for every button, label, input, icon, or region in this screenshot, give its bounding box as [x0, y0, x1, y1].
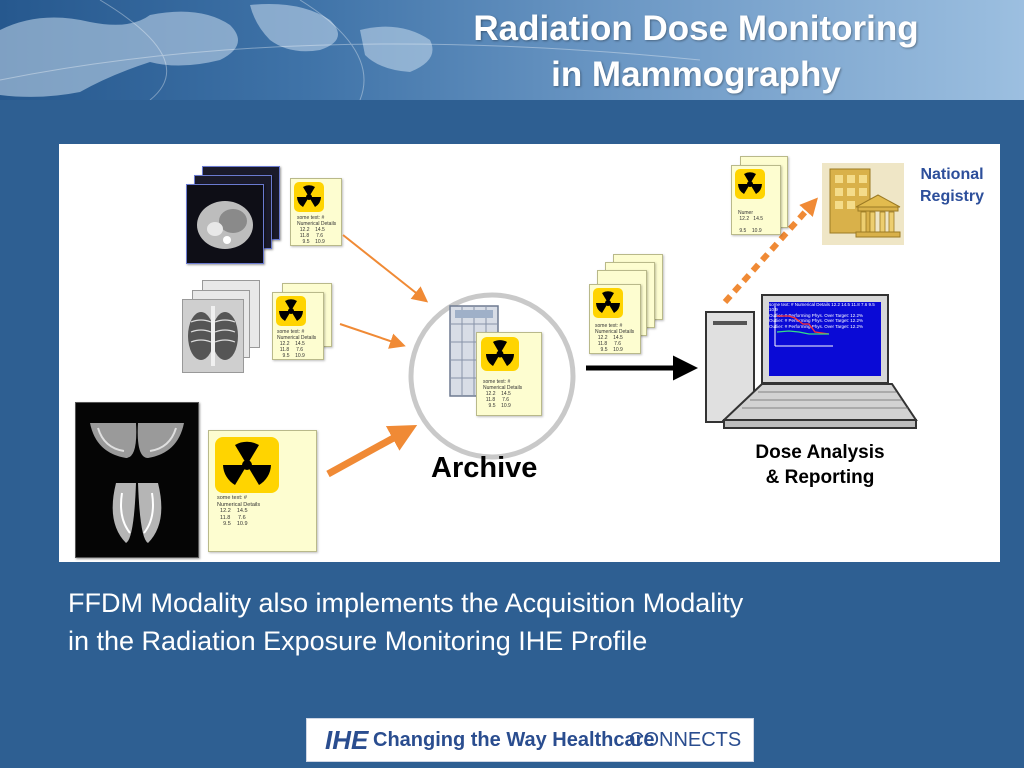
mammo-dose-document: some text: # Numerical Details 12.2 14.5… — [208, 430, 317, 552]
screen-text-outlier-3: Outlier: # Performing Phys. Over Target:… — [769, 323, 863, 329]
radiation-icon — [481, 337, 519, 371]
report-dose-document: some text: # Numerical Details 12.2 14.5… — [589, 284, 641, 354]
ihe-logo: IHE — [325, 725, 369, 755]
screen-text-outlier-1: Outlier: # Performing Phys. Over Target:… — [769, 312, 863, 318]
mammography-graphic — [90, 423, 184, 543]
archive-dose-text: some text: # Numerical Details 12.2 14.5… — [483, 379, 523, 409]
dose-analysis-label: Dose Analysis & Reporting — [728, 440, 912, 490]
ct-dose-text: some text: # Numerical Details 12.2 14.5… — [297, 215, 337, 245]
dose-label-line-1: Dose Analysis — [755, 442, 885, 463]
computer-monitor: some text: # Numerical Details 12.2 14.5… — [761, 294, 889, 384]
caption-line-2: in the Radiation Exposure Monitoring IHE… — [68, 626, 648, 656]
mammo-dose-text: some text: # Numerical Details 12.2 14.5… — [217, 495, 261, 527]
mammography-image — [75, 402, 199, 558]
caption-line-1: FFDM Modality also implements the Acquis… — [68, 588, 744, 618]
bank-building-icon — [822, 163, 904, 245]
radiation-icon — [593, 288, 623, 318]
xray-dose-text: some text: # Numerical Details 12.2 14.5… — [277, 329, 317, 359]
radiation-icon — [215, 437, 279, 493]
chest-xray-graphic — [183, 300, 243, 372]
radiation-icon — [735, 169, 765, 199]
title-line-2: in Mammography — [551, 55, 841, 94]
ct-scan-graphic — [197, 201, 253, 249]
screen-text-outlier-2: Outlier: # Performing Phys. Over Target:… — [769, 318, 863, 324]
archive-dose-document: some text: # Numerical Details 12.2 14.5… — [476, 332, 542, 416]
xray-dose-document: some text: # Numerical Details 12.2 14.5… — [272, 292, 324, 360]
slide-caption: FFDM Modality also implements the Acquis… — [68, 584, 968, 660]
title-line-1: Radiation Dose Monitoring — [473, 9, 919, 48]
footer-banner: IHE Changing the Way Healthcare CONNECTS — [306, 718, 754, 762]
chest-xray-image — [182, 299, 244, 373]
dose-label-line-2: & Reporting — [765, 467, 875, 488]
footer-tagline: Changing the Way Healthcare — [373, 729, 655, 751]
registry-doc-text: Numer 12.2 14.5 9.5 10.9 — [738, 210, 764, 234]
page-title: Radiation Dose Monitoring in Mammography — [416, 6, 976, 98]
radiation-icon — [294, 182, 324, 212]
screen-chart — [774, 306, 833, 347]
registry-dose-document: Numer 12.2 14.5 9.5 10.9 — [731, 165, 781, 235]
ct-dose-document: some text: # Numerical Details 12.2 14.5… — [290, 178, 342, 246]
monitor-screen: some text: # Numerical Details 12.2 14.5… — [769, 302, 881, 376]
report-dose-text: some text: # Numerical Details 12.2 14.5… — [595, 323, 635, 353]
drive-slot — [713, 321, 747, 325]
footer-connects: CONNECTS — [629, 729, 742, 751]
registry-label-line-2: Registry — [919, 188, 985, 205]
archive-label: Archive — [431, 452, 538, 484]
computer-keyboard — [722, 383, 918, 429]
national-registry-label: National Registry — [904, 164, 1000, 208]
screen-text-left: some text: # Numerical Details 12.2 14.5… — [769, 302, 875, 313]
ct-image — [186, 184, 264, 264]
registry-label-line-1: National — [920, 166, 984, 183]
globe-map-background — [0, 0, 701, 100]
radiation-icon — [276, 296, 306, 326]
slide-header — [0, 0, 1024, 100]
